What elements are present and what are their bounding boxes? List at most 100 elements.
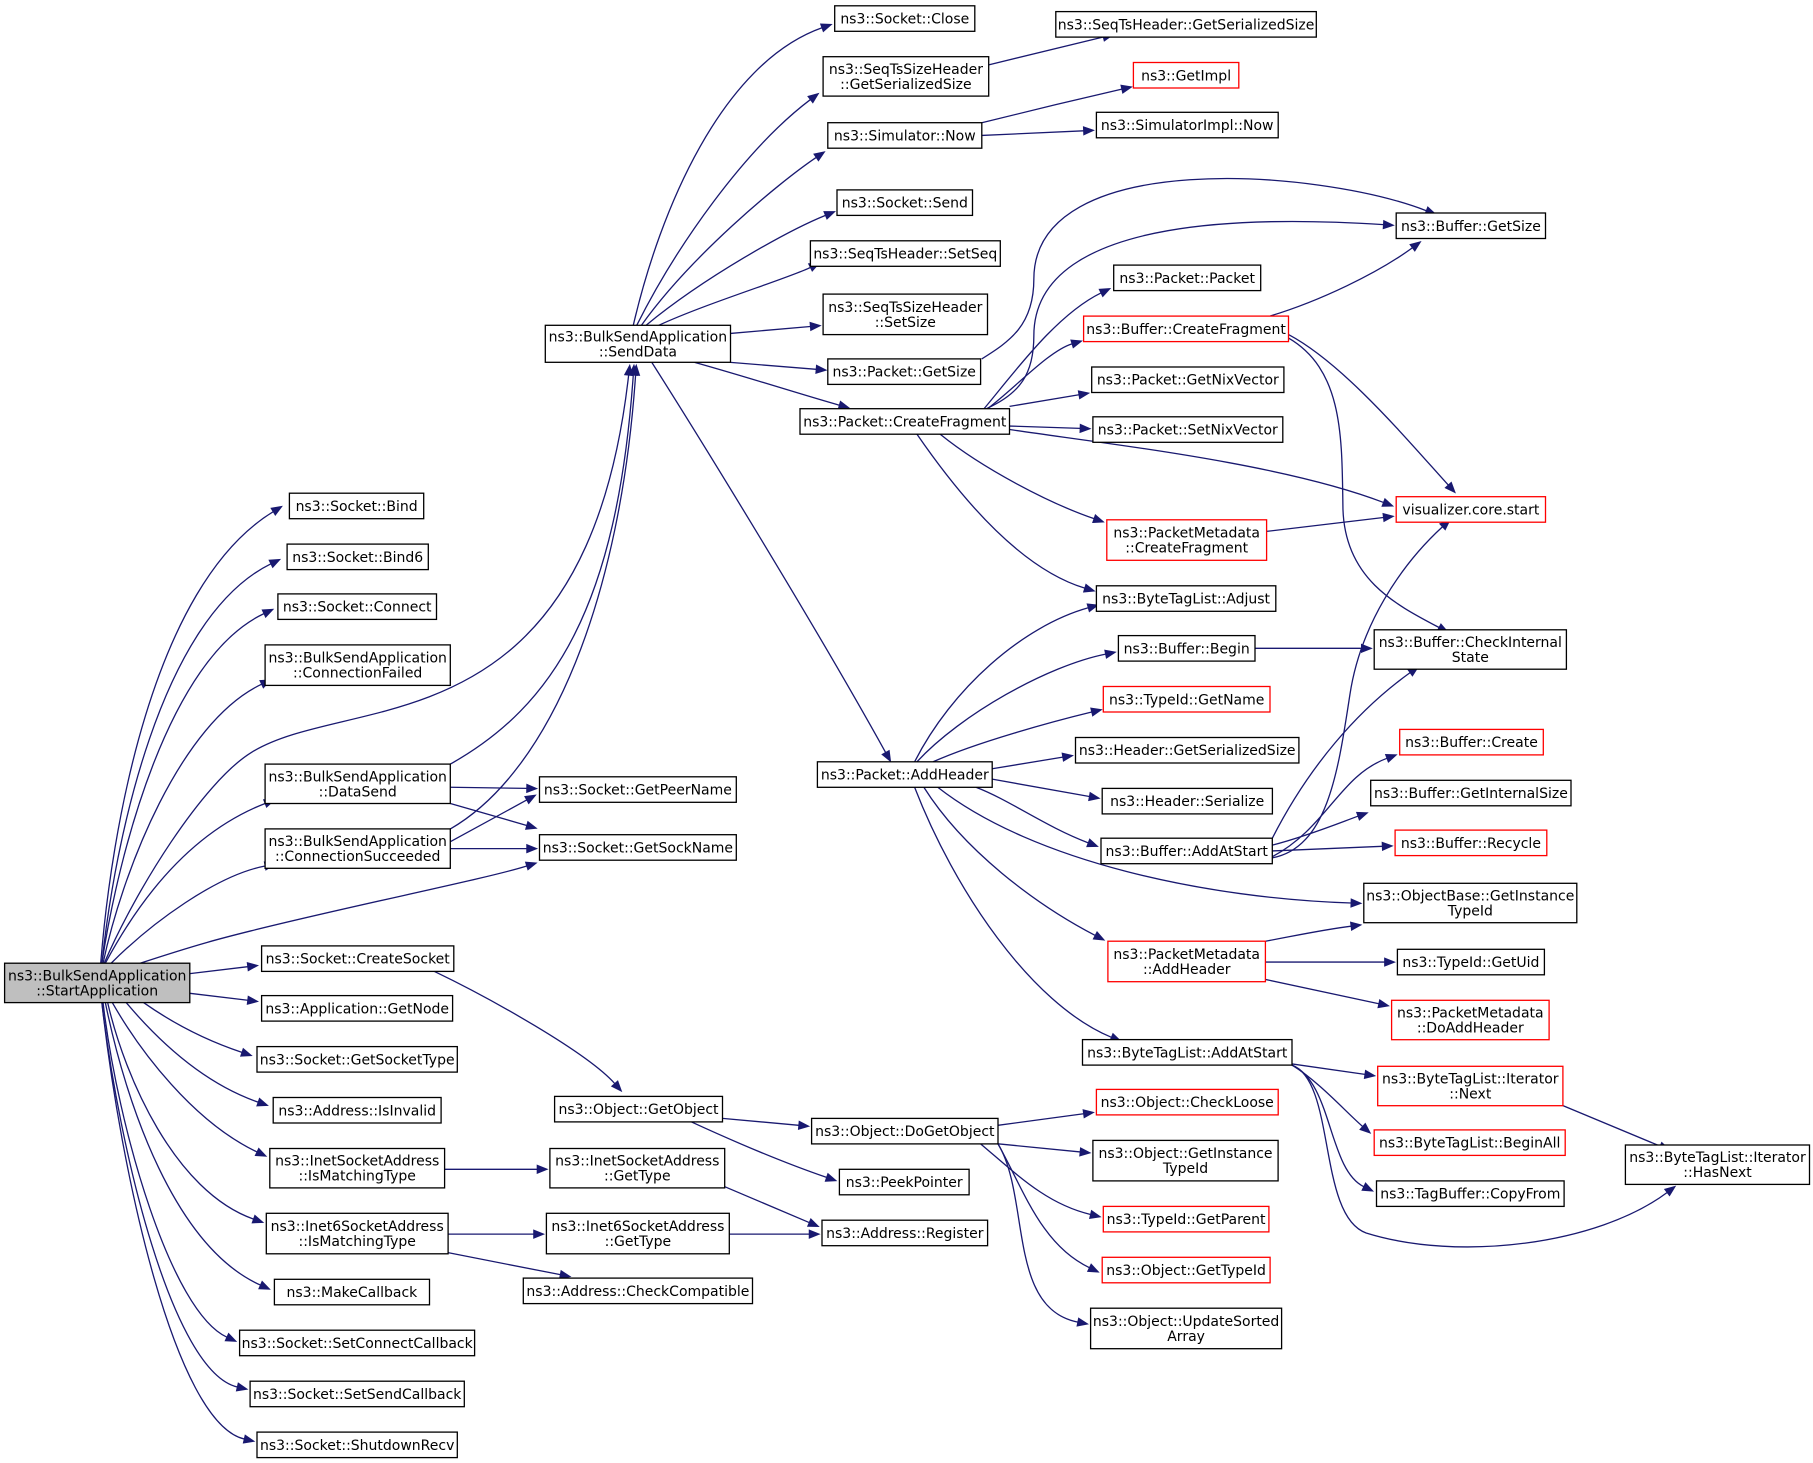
node-buf-create[interactable]: ns3::Buffer::Create — [1399, 728, 1544, 756]
node-pm-addheader[interactable]: ns3::PacketMetadata::AddHeader — [1107, 940, 1267, 983]
edge-line — [189, 992, 248, 1001]
node-peekpointer[interactable]: ns3::PeekPointer — [838, 1168, 970, 1196]
edge-pkt_createfrag-to-buf_createfrag — [987, 339, 1083, 410]
node-obj-checkloose[interactable]: ns3::Object::CheckLoose — [1095, 1088, 1279, 1116]
node-connsucc[interactable]: ns3::BulkSendApplication::ConnectionSucc… — [264, 828, 451, 869]
node-buf-begin[interactable]: ns3::Buffer::Begin — [1117, 634, 1256, 662]
node-setnixvector[interactable]: ns3::Packet::SetNixVector — [1092, 416, 1284, 443]
node-pm-createfrag[interactable]: ns3::PacketMetadata::CreateFragment — [1106, 519, 1268, 561]
edge-start-to-inet_match — [111, 1002, 268, 1157]
edge-senddata-to-close — [632, 23, 833, 326]
node-getnixvector[interactable]: ns3::Packet::GetNixVector — [1091, 366, 1285, 394]
node-senddata[interactable]: ns3::BulkSendApplication::SendData — [544, 324, 732, 363]
node-datasend[interactable]: ns3::BulkSendApplication::DataSend — [264, 763, 451, 805]
node-getimpl[interactable]: ns3::GetImpl — [1132, 61, 1240, 89]
node-start[interactable]: ns3::BulkSendApplication::StartApplicati… — [3, 962, 191, 1004]
arrowhead-icon — [1444, 481, 1456, 494]
edge-btl_addatstart-to-btl_beginall — [1291, 1064, 1372, 1134]
edge-line — [916, 433, 1085, 589]
node-btl-iter-hasnext[interactable]: ns3::ByteTagList::Iterator::HasNext — [1624, 1144, 1811, 1186]
arrowhead-icon — [1350, 898, 1363, 908]
arrowhead-icon — [1090, 707, 1103, 717]
node-typeid-getparent[interactable]: ns3::TypeId::GetParent — [1102, 1205, 1270, 1233]
node-seqtsheader-getser[interactable]: ns3::SeqTsHeader::GetSerializedSize — [1055, 10, 1317, 38]
node-addheader[interactable]: ns3::Packet::AddHeader — [816, 761, 993, 788]
node-box — [1089, 1307, 1283, 1350]
edge-buf_addatstart-to-buf_recycle — [1272, 841, 1394, 852]
node-createsocket[interactable]: ns3::Socket::CreateSocket — [260, 945, 455, 973]
arrowhead-icon — [1384, 754, 1398, 763]
node-isinvalid[interactable]: ns3::Address::IsInvalid — [272, 1096, 442, 1124]
node-buf-getinternalsize[interactable]: ns3::Buffer::GetInternalSize — [1370, 779, 1572, 807]
node-bind[interactable]: ns3::Socket::Bind — [288, 492, 425, 520]
node-buf-addatstart[interactable]: ns3::Buffer::AddAtStart — [1100, 837, 1273, 865]
node-seqts-getser[interactable]: ns3::SeqTsSizeHeader::GetSerializedSize — [822, 56, 990, 97]
node-close[interactable]: ns3::Socket::Close — [834, 5, 976, 32]
node-dogetobject[interactable]: ns3::Object::DoGetObject — [810, 1117, 999, 1145]
node-btl-adjust[interactable]: ns3::ByteTagList::Adjust — [1095, 585, 1277, 612]
node-inet6-match[interactable]: ns3::Inet6SocketAddress::IsMatchingType — [265, 1212, 449, 1255]
node-typeid-getname[interactable]: ns3::TypeId::GetName — [1102, 685, 1271, 713]
node-buf-recycle[interactable]: ns3::Buffer::Recycle — [1394, 829, 1548, 857]
arrowhead-icon — [809, 321, 822, 332]
edge-addheader-to-header_getser — [992, 752, 1074, 770]
node-setseq[interactable]: ns3::SeqTsHeader::SetSeq — [809, 240, 1001, 267]
arrowhead-icon — [1381, 497, 1395, 507]
node-header-getser[interactable]: ns3::Header::GetSerializedSize — [1074, 736, 1300, 764]
node-box — [827, 358, 982, 386]
node-header-serialize[interactable]: ns3::Header::Serialize — [1101, 787, 1274, 815]
node-shutdownrecv[interactable]: ns3::Socket::ShutdownRecv — [256, 1431, 458, 1459]
node-simimpl-now[interactable]: ns3::SimulatorImpl::Now — [1095, 111, 1279, 139]
arrowhead-icon — [261, 608, 275, 619]
node-getnode[interactable]: ns3::Application::GetNode — [260, 994, 454, 1022]
arrowhead-icon — [819, 23, 833, 33]
node-box — [1107, 940, 1267, 983]
node-makecallback[interactable]: ns3::MakeCallback — [273, 1278, 431, 1306]
node-box — [1055, 10, 1317, 38]
node-btl-beginall[interactable]: ns3::ByteTagList::BeginAll — [1373, 1129, 1566, 1157]
edge-addheader-to-objbase_getinsttypeid — [937, 786, 1363, 908]
node-send[interactable]: ns3::Socket::Send — [836, 189, 974, 217]
node-inet-match[interactable]: ns3::InetSocketAddress::IsMatchingType — [269, 1147, 446, 1189]
node-viz-start[interactable]: visualizer.core.start — [1395, 496, 1547, 523]
arrowhead-icon — [1076, 1317, 1089, 1327]
node-typeid-getuid[interactable]: ns3::TypeId::GetUid — [1396, 948, 1546, 976]
node-pkt-packet[interactable]: ns3::Packet::Packet — [1113, 264, 1262, 292]
node-getsockname[interactable]: ns3::Socket::GetSockName — [538, 834, 737, 861]
node-setconnectcb[interactable]: ns3::Socket::SetConnectCallback — [238, 1329, 476, 1357]
edge-line — [433, 970, 616, 1085]
node-connect[interactable]: ns3::Socket::Connect — [277, 593, 438, 621]
node-checkcompat[interactable]: ns3::Address::CheckCompatible — [522, 1277, 754, 1305]
arrowhead-icon — [251, 1214, 265, 1224]
node-obj-gettypeid[interactable]: ns3::Object::GetTypeId — [1101, 1256, 1271, 1284]
node-pkt-createfrag[interactable]: ns3::Packet::CreateFragment — [799, 408, 1011, 435]
arrowhead-icon — [526, 783, 539, 794]
node-simnow[interactable]: ns3::Simulator::Now — [827, 122, 983, 149]
node-setsize[interactable]: ns3::SeqTsSizeHeader::SetSize — [822, 293, 989, 336]
node-inet-gettype[interactable]: ns3::InetSocketAddress::GetType — [549, 1147, 726, 1189]
node-pm-doaddheader[interactable]: ns3::PacketMetadata::DoAddHeader — [1390, 999, 1550, 1041]
node-btl-addatstart[interactable]: ns3::ByteTagList::AddAtStart — [1081, 1038, 1293, 1066]
edge-line — [636, 99, 811, 326]
node-pkt-getsize[interactable]: ns3::Packet::GetSize — [827, 358, 982, 386]
node-tagbuf-copyfrom[interactable]: ns3::TagBuffer::CopyFrom — [1375, 1180, 1565, 1208]
node-addr-register[interactable]: ns3::Address::Register — [821, 1219, 989, 1247]
node-connfailed[interactable]: ns3::BulkSendApplication::ConnectionFail… — [264, 644, 451, 687]
node-setsendcb[interactable]: ns3::Socket::SetSendCallback — [249, 1380, 465, 1408]
node-bind6[interactable]: ns3::Socket::Bind6 — [286, 543, 429, 571]
node-getpeername[interactable]: ns3::Socket::GetPeerName — [538, 776, 737, 803]
node-buf-getsize[interactable]: ns3::Buffer::GetSize — [1395, 212, 1547, 240]
edge-pkt_createfrag-to-buf_getsize — [986, 219, 1395, 410]
node-getsockettype[interactable]: ns3::Socket::GetSocketType — [256, 1045, 458, 1073]
node-inet6-gettype[interactable]: ns3::Inet6SocketAddress::GetType — [545, 1212, 730, 1255]
node-label: ns3::SeqTsHeader::GetSerializedSize — [1058, 17, 1315, 33]
edge-line — [986, 220, 1384, 410]
node-box — [816, 761, 993, 788]
node-getobject[interactable]: ns3::Object::GetObject — [553, 1095, 724, 1123]
node-btl-iter-next[interactable]: ns3::ByteTagList::Iterator::Next — [1377, 1065, 1564, 1107]
node-buf-createfrag[interactable]: ns3::Buffer::CreateFragment — [1082, 315, 1290, 343]
